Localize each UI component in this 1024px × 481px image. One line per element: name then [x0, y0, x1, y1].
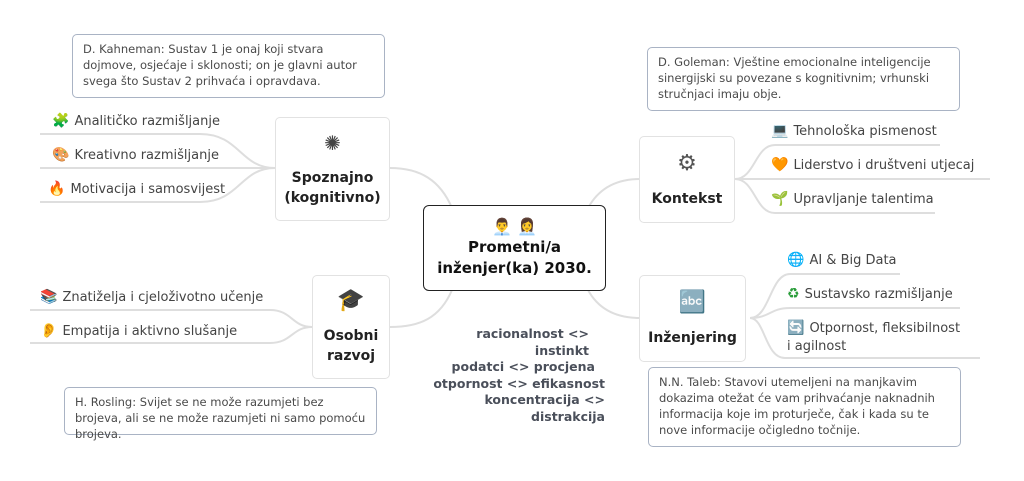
topic-cognitive-line1: Spoznajno	[291, 170, 374, 186]
tradeoffs-list: racionalnost <> instinkt podatci <> proc…	[420, 326, 605, 425]
leaf-label: Znatiželja i cjeloživotno učenje	[62, 290, 264, 305]
leaf-motivation[interactable]: 🔥 Motivacija i samosvijest	[48, 180, 225, 199]
leaf-tech-literacy[interactable]: 💻 Tehnološka pismenost	[771, 122, 937, 141]
recycle-icon: ♻	[787, 286, 800, 302]
drone-icon: ⚙	[677, 150, 697, 176]
leaf-label: Empatija i aktivno slušanje	[62, 324, 238, 339]
leaf-resilience[interactable]: 🔄 Otpornost, fleksibilnost	[787, 319, 960, 338]
branch-eng-3	[749, 317, 980, 359]
branch-cog-1	[40, 133, 276, 169]
globe-icon: 🌐	[787, 252, 805, 268]
translate-icon: 🔤	[678, 289, 707, 315]
ear-icon: 👂	[40, 323, 58, 339]
branch-pers-1	[30, 309, 313, 328]
topic-engineering-label: Inženjering	[648, 329, 737, 346]
tradeoff-item: koncentracija <> distrakcija	[484, 392, 605, 424]
topic-context-label: Kontekst	[651, 190, 723, 207]
leaf-systems-thinking[interactable]: ♻ Sustavsko razmišljanje	[787, 285, 953, 304]
branch-cog-3	[40, 167, 276, 203]
leaf-creative-thinking[interactable]: 🎨 Kreativno razmišljanje	[52, 146, 219, 165]
laptop-icon: 💻	[771, 123, 789, 139]
leaf-label: Analitičko razmišljanje	[74, 114, 220, 129]
leaf-label: Sustavsko razmišljanje	[804, 287, 953, 302]
note-rosling: H. Rosling: Svijet se ne može razumjeti …	[64, 387, 377, 441]
leaf-label: Kreativno razmišljanje	[74, 148, 219, 163]
branch-eng-1	[749, 273, 900, 319]
branch-eng-2	[749, 307, 960, 319]
topic-cognitive-line2: (kognitivno)	[284, 190, 381, 206]
central-topic[interactable]: 👨‍💼 👩‍💼 Prometni/a inženjer(ka) 2030.	[423, 205, 606, 291]
leaf-label: Motivacija i samosvijest	[70, 182, 226, 197]
note-goleman: D. Goleman: Vještine emocionalne intelig…	[647, 47, 960, 111]
neuron-icon: ✺	[324, 131, 341, 155]
tradeoff-item: podatci <> procjena	[451, 359, 595, 374]
leaf-leadership[interactable]: 🧡 Liderstvo i društveni utjecaj	[771, 156, 974, 175]
branch-central-engineering	[587, 289, 641, 319]
topic-personal-line1: Osobni	[323, 328, 379, 344]
central-title-line1: Prometni/a	[467, 238, 562, 256]
branch-central-context	[587, 178, 641, 209]
leaf-label-line1: Otpornost, fleksibilnost	[809, 321, 961, 336]
leaf-empathy[interactable]: 👂 Empatija i aktivno slušanje	[40, 322, 237, 341]
books-icon: 📚	[40, 289, 58, 305]
leaf-talent-management[interactable]: 🌱 Upravljanje talentima	[771, 190, 934, 209]
leaf-curiosity[interactable]: 📚 Znatiželja i cjeloživotno učenje	[40, 288, 263, 307]
topic-personal-line2: razvoj	[326, 348, 376, 364]
leaf-label: AI & Big Data	[809, 253, 897, 268]
heart-hands-icon: 🧡	[771, 157, 789, 173]
central-title-line2: inženjer(ka) 2030.	[437, 259, 592, 277]
leaf-ai-big-data[interactable]: 🌐 AI & Big Data	[787, 251, 897, 270]
leaf-resilience-line2: i agilnost	[787, 338, 846, 356]
topic-engineering[interactable]: 🔤 Inženjering	[639, 275, 746, 362]
topic-personal[interactable]: 🎓 Osobni razvoj	[312, 275, 390, 379]
leaf-label: Upravljanje talentima	[793, 192, 934, 207]
palette-icon: 🎨	[52, 147, 70, 163]
tradeoff-item: otpornost <> efikasnost	[433, 375, 605, 391]
refresh-icon: 🔄	[787, 320, 805, 336]
fire-icon: 🔥	[48, 181, 66, 197]
leaf-label: Tehnološka pismenost	[793, 124, 937, 139]
topic-context[interactable]: ⚙ Kontekst	[639, 136, 735, 223]
leaf-label: Liderstvo i društveni utjecaj	[793, 158, 975, 173]
tradeoff-item: racionalnost <> instinkt	[476, 326, 589, 358]
branch-central-cognitive	[389, 167, 453, 209]
leaf-analytical-thinking[interactable]: 🧩 Analitičko razmišljanje	[52, 112, 220, 131]
graduation-cap-icon: 🎓	[337, 288, 365, 313]
topic-cognitive[interactable]: ✺ Spoznajno (kognitivno)	[275, 117, 390, 221]
branch-ctx-1	[734, 144, 940, 180]
branch-ctx-3	[734, 178, 935, 214]
note-kahneman: D. Kahneman: Sustav 1 je onaj koji stvar…	[72, 34, 385, 98]
note-taleb: N.N. Taleb: Stavovi utemeljeni na manjka…	[648, 367, 961, 447]
branch-central-personal	[389, 289, 453, 328]
branch-pers-2	[30, 326, 313, 344]
puzzle-icon: 🧩	[52, 113, 70, 129]
technologist-icons: 👨‍💼 👩‍💼	[492, 217, 537, 236]
leaf-label-line2: i agilnost	[787, 339, 847, 354]
seedling-icon: 🌱	[771, 191, 789, 207]
